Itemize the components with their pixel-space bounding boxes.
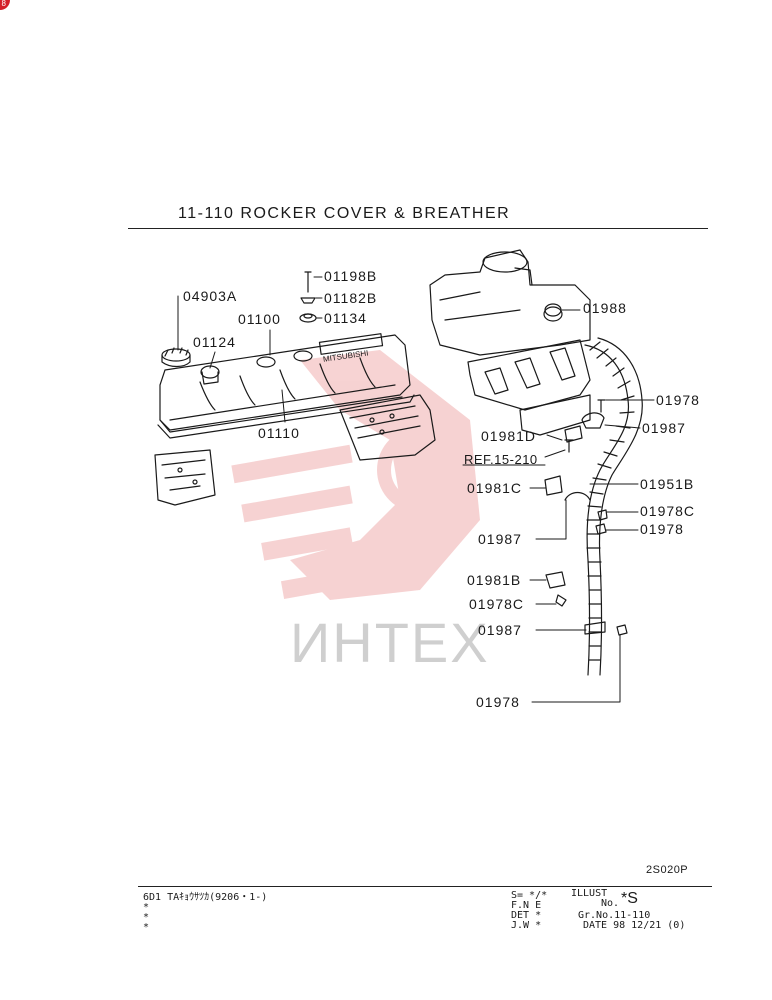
rocker-cover-shape bbox=[157, 333, 415, 439]
footer-star-2: * bbox=[143, 912, 150, 923]
part-label-01978C-b[interactable]: 01978C bbox=[469, 596, 525, 612]
bolt-shapes bbox=[299, 271, 317, 323]
footer-s-line: S= */* bbox=[511, 890, 548, 901]
part-label-01134[interactable]: 01134 bbox=[324, 310, 367, 326]
watermark-text: ИНТЕХ bbox=[290, 611, 490, 674]
footer-star-1: * bbox=[143, 902, 150, 913]
part-label-04903A[interactable]: 04903A bbox=[183, 288, 238, 304]
part-label-01951B[interactable]: 01951B bbox=[640, 476, 695, 492]
footer-jw: J.W * bbox=[511, 920, 542, 931]
footer-illust-no: *S bbox=[621, 890, 638, 907]
drawing-code: 2S020P bbox=[646, 864, 689, 876]
part-label-01182B[interactable]: 01182B bbox=[324, 290, 378, 306]
part-label-01978C-a[interactable]: 01978C bbox=[640, 503, 696, 519]
footer-fne: F.N E bbox=[511, 900, 542, 911]
part-label-01988[interactable]: 01988 bbox=[583, 300, 627, 316]
title-rule bbox=[128, 228, 708, 229]
reference-label[interactable]: REF.15-210 bbox=[464, 452, 538, 467]
corner-badge: 8 bbox=[0, 0, 10, 10]
part-label-01978-c[interactable]: 01978 bbox=[476, 694, 520, 710]
part-label-01198B[interactable]: 01198B bbox=[324, 268, 378, 284]
part-label-01987-c[interactable]: 01987 bbox=[478, 622, 522, 638]
clamp-shapes bbox=[543, 306, 628, 636]
part-label-01124[interactable]: 01124 bbox=[193, 334, 236, 350]
part-label-01981D[interactable]: 01981D bbox=[481, 428, 537, 444]
footer-det: DET * bbox=[511, 910, 542, 921]
part-label-01110[interactable]: 01110 bbox=[258, 425, 300, 441]
footer-rule bbox=[138, 886, 712, 887]
footer-star-3: * bbox=[143, 922, 150, 933]
part-label-01100[interactable]: 01100 bbox=[238, 311, 281, 327]
footer-illust: ILLUST bbox=[571, 888, 608, 899]
footer-date: DATE 98 12/21 (0) bbox=[583, 920, 686, 931]
part-label-01987-b[interactable]: 01987 bbox=[478, 531, 522, 547]
footer-model: 6D1 TAｷｮｳｻﾂｶ(9206・1-) bbox=[143, 892, 268, 903]
footer-no: No. bbox=[601, 898, 620, 909]
cover-logo-text: MITSUBISHI bbox=[322, 349, 369, 364]
filler-cap-shape bbox=[161, 347, 191, 368]
engine-block-shape bbox=[429, 249, 591, 436]
part-label-01981C[interactable]: 01981C bbox=[467, 480, 523, 496]
leader-lines bbox=[177, 276, 655, 703]
part-label-01978-a[interactable]: 01978 bbox=[656, 392, 700, 408]
breather-hose-shape bbox=[584, 337, 643, 676]
part-label-01978-b[interactable]: 01978 bbox=[640, 521, 684, 537]
cylinder-head-fragment bbox=[154, 394, 436, 506]
page-title: 11-110 ROCKER COVER & BREATHER bbox=[178, 205, 511, 222]
footer-group-no: Gr.No.11-110 bbox=[578, 910, 651, 921]
part-label-01987-a[interactable]: 01987 bbox=[642, 420, 686, 436]
part-label-01981B[interactable]: 01981B bbox=[467, 572, 522, 588]
